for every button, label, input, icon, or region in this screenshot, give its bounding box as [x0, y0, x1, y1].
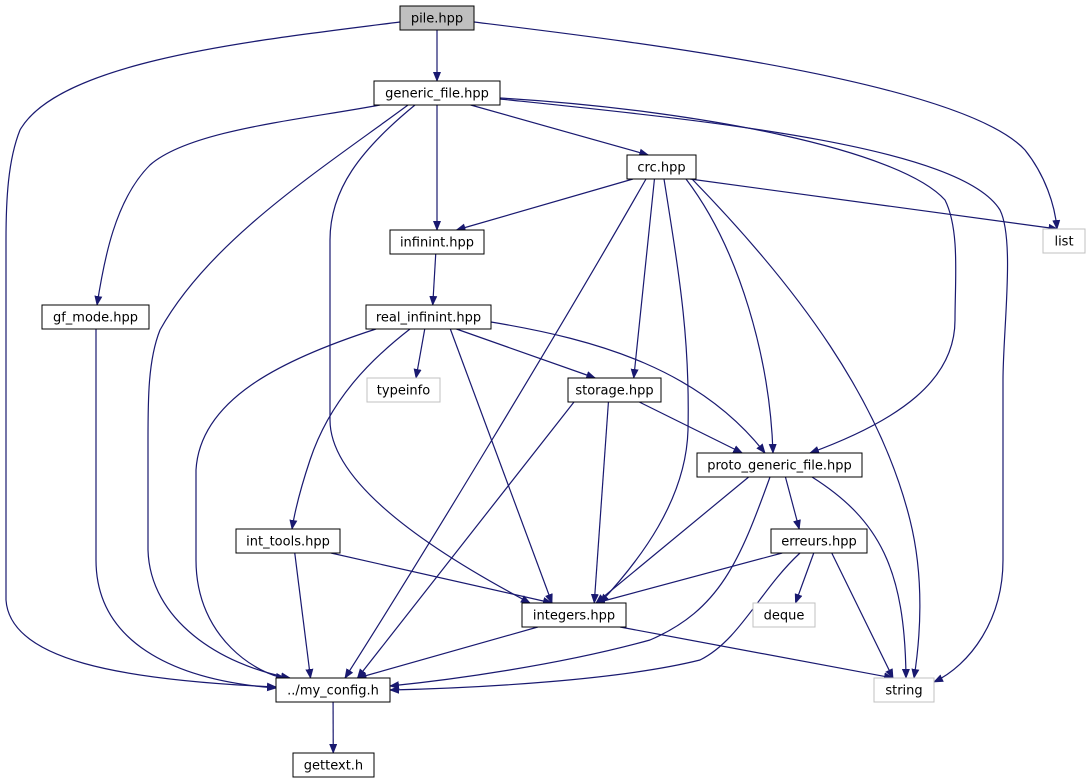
node-list: list	[1042, 228, 1086, 254]
node-label: generic_file.hpp	[385, 87, 489, 102]
edge-integers-to-my-config	[356, 626, 539, 680]
node-box	[770, 528, 868, 554]
edge-integers-to-string	[619, 626, 894, 681]
node-box	[626, 154, 697, 180]
edge-int-tools-to-integers	[330, 552, 553, 605]
node-box	[521, 602, 627, 628]
node-typeinfo: typeinfo	[366, 377, 441, 403]
edge-real-infinint-to-proto-generic-file	[490, 321, 766, 454]
edge-generic-file-to-gf-mode	[94, 104, 381, 306]
edge-pile-to-list	[473, 21, 1061, 230]
node-box	[373, 80, 501, 106]
edge-crc-to-infinint	[455, 178, 634, 232]
node-storage[interactable]: storage.hpp	[567, 377, 662, 403]
node-label: ../my_config.h	[287, 684, 379, 699]
edge-proto-generic-file-to-integers	[595, 476, 750, 604]
node-box	[365, 304, 492, 330]
node-gettext[interactable]: gettext.h	[292, 752, 375, 778]
edge-generic-file-to-my-config	[147, 104, 409, 681]
node-label: crc.hpp	[637, 161, 685, 176]
node-box	[399, 5, 475, 31]
node-box	[235, 528, 341, 554]
node-label: erreurs.hpp	[781, 535, 856, 550]
edge-infinint-to-real-infinint	[429, 253, 438, 306]
node-deque: deque	[752, 602, 816, 628]
node-label: typeinfo	[377, 384, 430, 399]
node-label: pile.hpp	[411, 12, 463, 27]
edge-generic-file-to-string	[499, 98, 1009, 683]
edge-crc-to-integers	[599, 178, 689, 604]
edge-real-infinint-to-storage	[456, 328, 597, 379]
node-label: infinint.hpp	[400, 236, 474, 251]
edge-proto-generic-file-to-erreurs	[784, 476, 801, 530]
node-box	[873, 677, 935, 703]
node-gf-mode[interactable]: gf_mode.hpp	[41, 304, 150, 330]
edge-real-infinint-to-int-tools	[289, 328, 411, 530]
edge-erreurs-to-my-config	[389, 552, 801, 694]
edge-generic-file-to-crc	[470, 104, 650, 157]
edge-crc-to-storage	[630, 178, 656, 379]
node-int-tools[interactable]: int_tools.hpp	[235, 528, 341, 554]
node-box	[1042, 228, 1086, 254]
node-my-config[interactable]: ../my_config.h	[275, 677, 391, 703]
node-label: proto_generic_file.hpp	[707, 459, 852, 474]
edge-storage-to-proto-generic-file	[638, 401, 744, 454]
node-box	[752, 602, 816, 628]
node-label: string	[885, 684, 922, 699]
node-label: int_tools.hpp	[246, 535, 330, 550]
edge-proto-generic-file-to-my-config	[389, 476, 771, 690]
edge-crc-to-list	[689, 178, 1059, 232]
node-box	[41, 304, 150, 330]
edge-storage-to-my-config	[356, 401, 575, 679]
edge-real-infinint-to-typeinfo	[413, 328, 426, 379]
edge-storage-to-integers	[590, 401, 610, 604]
node-crc[interactable]: crc.hpp	[626, 154, 697, 180]
node-box	[275, 677, 391, 703]
edge-real-infinint-to-integers	[449, 328, 553, 604]
edge-pile-to-my-config	[5, 21, 401, 691]
node-string: string	[873, 677, 935, 703]
edge-gf-mode-to-my-config	[95, 329, 277, 692]
nodes-layer: pile.hpp generic_file.hpp crc.hpp list infin…	[41, 5, 1086, 778]
edge-generic-file-to-proto-generic-file	[499, 97, 957, 454]
edge-proto-generic-file-to-string	[811, 476, 910, 679]
edge-real-infinint-to-my-config	[195, 328, 377, 681]
node-real-infinint[interactable]: real_infinint.hpp	[365, 304, 492, 330]
node-infinint[interactable]: infinint.hpp	[389, 229, 485, 255]
node-label: list	[1054, 235, 1073, 250]
node-label: storage.hpp	[575, 384, 653, 399]
node-box	[567, 377, 662, 403]
node-label: deque	[764, 609, 805, 624]
node-integers[interactable]: integers.hpp	[521, 602, 627, 628]
node-proto-generic-file[interactable]: proto_generic_file.hpp	[696, 452, 863, 478]
node-label: real_infinint.hpp	[376, 311, 481, 326]
node-erreurs[interactable]: erreurs.hpp	[770, 528, 868, 554]
node-box	[292, 752, 375, 778]
edge-generic-file-to-integers	[329, 104, 531, 604]
node-box	[389, 229, 485, 255]
edge-int-tools-to-my-config	[294, 552, 314, 679]
node-label: integers.hpp	[533, 609, 615, 624]
edge-crc-to-string	[691, 178, 921, 679]
edge-erreurs-to-integers	[595, 552, 783, 605]
node-box	[366, 377, 441, 403]
edge-erreurs-to-deque	[794, 552, 815, 604]
node-label: gettext.h	[304, 759, 363, 774]
node-pile[interactable]: pile.hpp	[399, 5, 475, 31]
edge-crc-to-proto-generic-file	[685, 178, 777, 454]
node-box	[696, 452, 863, 478]
node-label: gf_mode.hpp	[53, 311, 138, 326]
edge-erreurs-to-string	[831, 552, 894, 679]
edges-layer	[5, 21, 1061, 754]
node-generic-file[interactable]: generic_file.hpp	[373, 80, 501, 106]
